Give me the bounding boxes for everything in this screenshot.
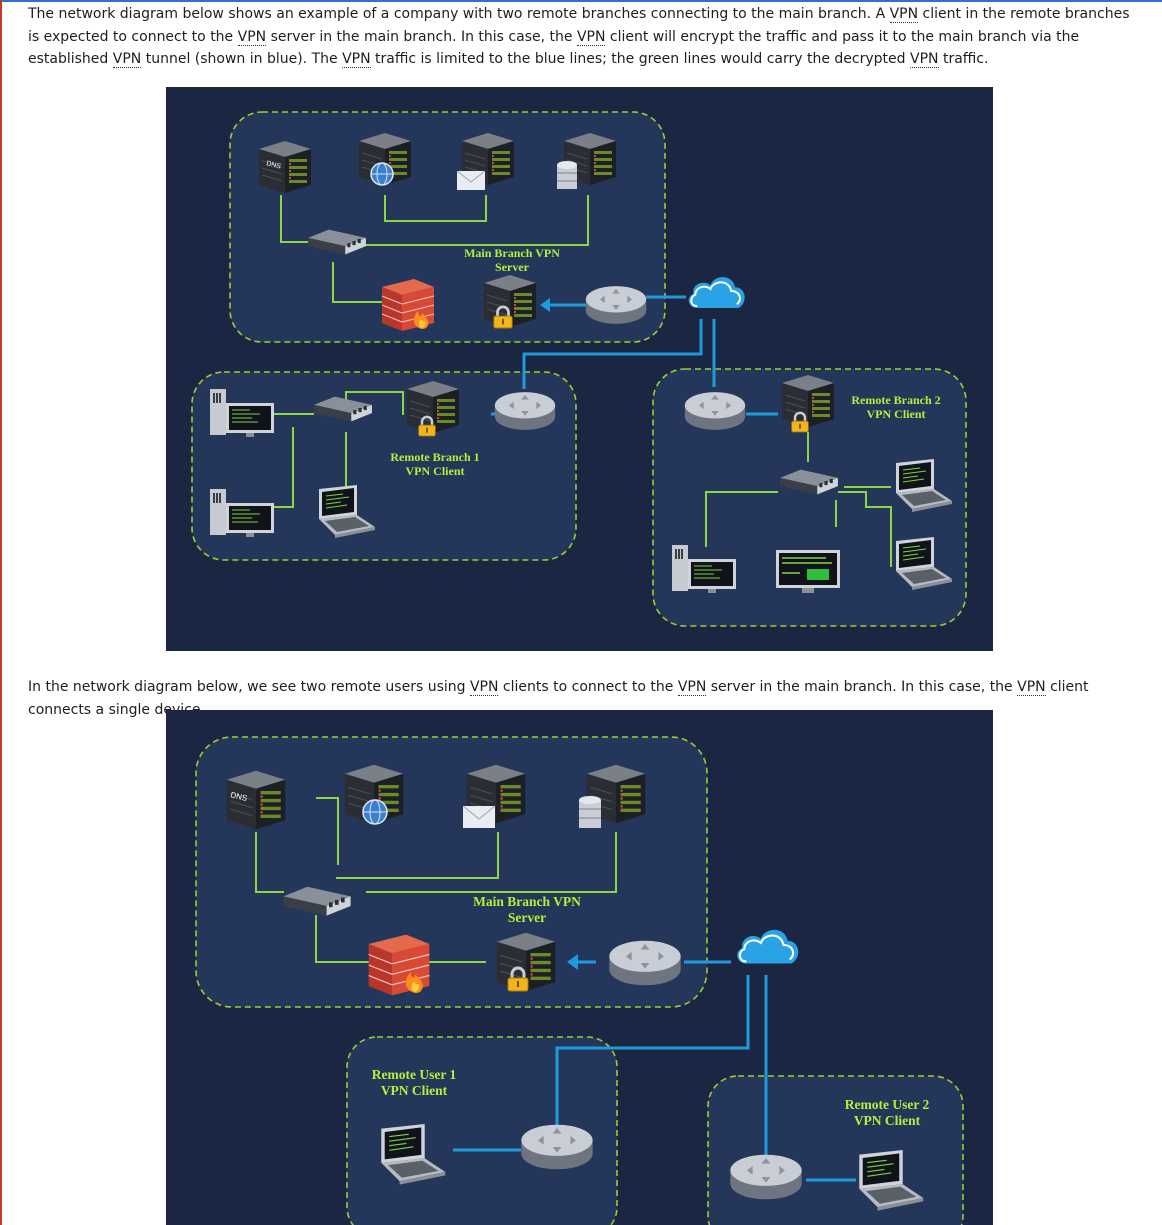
abbr-vpn: VPN <box>342 51 371 68</box>
tunnel-arrow-head <box>567 954 578 970</box>
internet-cloud-icon <box>736 928 800 965</box>
user2-router-icon <box>730 1154 802 1200</box>
main-server-label-line1: Main Branch VPN <box>473 894 581 909</box>
branch1-router-icon <box>494 392 556 430</box>
user1-router-icon <box>521 1124 593 1170</box>
user1-label-line1: Remote User 1 <box>372 1067 457 1082</box>
branch2-vpn-client-icon <box>781 374 835 428</box>
firewall-icon <box>368 934 430 996</box>
dns-label: DNS <box>230 790 249 803</box>
globe-icon <box>370 162 394 186</box>
main-server-label-line1: Main Branch VPN <box>464 246 560 260</box>
abbr-vpn: VPN <box>677 679 707 696</box>
branch2-label-line1: Remote Branch 2 <box>851 393 940 407</box>
abbr-vpn: VPN <box>1017 679 1046 696</box>
user1-label-line2: VPN Client <box>381 1083 448 1098</box>
network-diagram-remote-users: DNS Main Branch VPN Server Remote User 1… <box>166 710 993 1225</box>
database-icon <box>557 161 577 189</box>
main-server-label-line2: Server <box>508 910 546 925</box>
middle-paragraph: In the network diagram below, we see two… <box>28 679 1089 718</box>
branch1-label-line2: VPN Client <box>406 464 465 478</box>
intro-paragraph: The network diagram below shows an examp… <box>28 6 1130 68</box>
internet-cloud-icon <box>687 276 746 309</box>
globe-icon <box>362 799 388 825</box>
network-diagram-branches: DNS Main Branch VPN Server Remote Branch… <box>166 87 993 651</box>
dns-label: DNS <box>266 160 282 170</box>
abbr-vpn: VPN <box>112 51 142 68</box>
abbr-vpn: VPN <box>469 679 499 696</box>
tunnel-arrow-head <box>540 298 550 312</box>
user2-label-line2: VPN Client <box>854 1113 921 1128</box>
main-branch-zone <box>229 111 666 343</box>
main-router-icon <box>609 940 681 986</box>
top-accent-line <box>0 0 1162 2</box>
abbr-vpn: VPN <box>576 28 606 46</box>
left-accent-line <box>0 0 2 1225</box>
firewall-icon <box>381 278 435 332</box>
database-icon <box>579 796 601 828</box>
branch1-label-line1: Remote Branch 1 <box>390 450 479 464</box>
branch2-label-line2: VPN Client <box>867 407 926 421</box>
user2-label-line1: Remote User 2 <box>845 1097 930 1112</box>
envelope-icon <box>456 170 486 190</box>
abbr-vpn: VPN <box>237 28 267 46</box>
monitor-icon <box>776 550 840 593</box>
main-router-icon <box>585 286 647 324</box>
remote-branch-1-zone <box>191 371 577 561</box>
branch2-router-icon <box>684 392 746 430</box>
envelope-icon <box>462 805 496 828</box>
abbr-vpn: VPN <box>910 51 939 68</box>
main-server-label-line2: Server <box>495 260 530 274</box>
abbr-vpn: VPN <box>889 6 919 23</box>
